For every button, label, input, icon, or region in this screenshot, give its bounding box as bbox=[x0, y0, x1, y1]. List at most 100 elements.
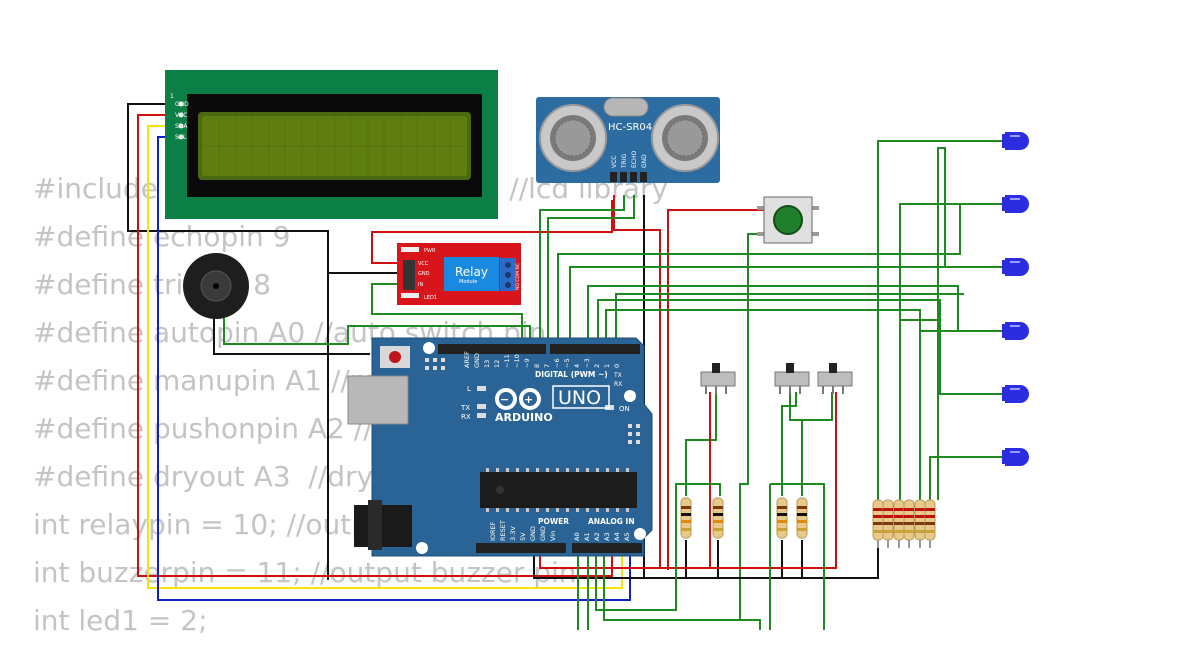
wire-relay-vcc bbox=[371, 200, 613, 264]
analog-pin-label: A3 bbox=[603, 532, 611, 541]
digital-pin-label: 4 bbox=[573, 364, 581, 368]
wire-buzzer-gnd bbox=[213, 318, 370, 355]
relay-out-pins: NO COM NC bbox=[515, 263, 521, 290]
wire-us-trig bbox=[539, 195, 625, 348]
wire-a4 bbox=[770, 483, 825, 630]
digital-pin-label: AREF bbox=[463, 351, 471, 368]
infinity-plus: + bbox=[524, 393, 533, 406]
wire-a2 bbox=[595, 483, 721, 611]
wire-led5 bbox=[899, 319, 1002, 500]
digital-pin-label: ~10 bbox=[513, 354, 521, 368]
wire-led5b bbox=[597, 299, 941, 348]
wire-button-red bbox=[667, 209, 765, 570]
analog-pin-label: A0 bbox=[573, 532, 581, 541]
relay-module: Relay Module PWR VCC GND IN LED1 NO COM … bbox=[397, 243, 521, 305]
lcd-pin-1: 1 bbox=[170, 93, 174, 100]
digital-pin-label: 8 bbox=[533, 364, 541, 368]
ultrasonic-sensor: HC-SR04 VCC TRIG ECHO GND bbox=[536, 97, 720, 183]
digital-pin-label: 0 bbox=[613, 364, 621, 368]
analog-pin-label: A5 bbox=[623, 532, 631, 541]
wire-us-vcc bbox=[613, 195, 661, 568]
blue-led bbox=[1002, 132, 1029, 150]
wire-sw2-green2 bbox=[781, 392, 797, 496]
power-pin-label: GND bbox=[539, 526, 547, 541]
lcd-pin-vcc: VCC bbox=[175, 112, 187, 119]
wire-sw3-green bbox=[802, 392, 833, 421]
wire-sw1-green bbox=[685, 392, 717, 496]
power-pin-label: Vin bbox=[549, 531, 557, 541]
arduino-digital-label: DIGITAL (PWM ~) bbox=[535, 370, 608, 379]
push-button[interactable] bbox=[757, 196, 819, 244]
arduino-analog-label: ANALOG IN bbox=[588, 517, 635, 526]
lcd-display: 1 GND VCC SDA SCL bbox=[165, 70, 498, 219]
relay-title: Relay bbox=[455, 265, 488, 279]
wire-led4b bbox=[587, 285, 959, 348]
led-column bbox=[1002, 132, 1029, 466]
slide-switch-2[interactable] bbox=[774, 363, 810, 394]
analog-pin-label: A4 bbox=[613, 532, 621, 541]
ultrasonic-model-label: HC-SR04 bbox=[608, 122, 652, 133]
power-pin-label: GND bbox=[529, 526, 537, 541]
arduino-rx-label: RX bbox=[614, 381, 622, 388]
wire-led1 bbox=[877, 140, 1002, 500]
arduino-tx-label: TX bbox=[613, 372, 622, 379]
digital-pin-label: GND bbox=[473, 353, 481, 368]
circuit-diagram: 1 GND VCC SDA SCL HC-SR04 VCC TRIG ECHO … bbox=[127, 70, 1029, 630]
blue-led bbox=[1002, 322, 1029, 340]
wire-led6 bbox=[929, 456, 1002, 500]
blue-led bbox=[1002, 195, 1029, 213]
relay-pin-gnd: GND bbox=[418, 271, 430, 277]
arduino-model-label: UNO bbox=[558, 387, 601, 409]
code-line: #define echopin 9 bbox=[33, 220, 291, 253]
us-pin-trig: TRIG bbox=[621, 153, 628, 169]
arduino-led-rx: RX bbox=[461, 413, 471, 421]
digital-pin-label: ~11 bbox=[503, 354, 511, 368]
wires bbox=[127, 103, 1002, 630]
digital-pin-label: 7 bbox=[543, 364, 551, 368]
arduino-uno-board: − + UNO ARDUINO ON L TX RX DIGITAL (PWM … bbox=[347, 337, 653, 557]
code-line: int buzzerpin = 11; //output buzzer pin bbox=[33, 556, 577, 589]
blue-led bbox=[1002, 448, 1029, 466]
arduino-led-tx: TX bbox=[460, 404, 470, 412]
wire-button-green bbox=[739, 233, 757, 620]
wire-gnd-bus bbox=[533, 540, 879, 579]
wire-buzzer-sig bbox=[223, 318, 531, 348]
relay-pin-in: IN bbox=[418, 282, 423, 288]
us-pin-echo: ECHO bbox=[631, 151, 638, 168]
digital-pin-label: 1 bbox=[603, 364, 611, 368]
power-pin-label: 5V bbox=[519, 532, 527, 541]
digital-pin-label: 12 bbox=[493, 360, 501, 368]
digital-pin-label: ~5 bbox=[563, 358, 571, 368]
slide-switch-3[interactable] bbox=[817, 363, 853, 394]
power-pin-label: 3.3V bbox=[509, 526, 517, 541]
wire-led6b bbox=[605, 309, 921, 457]
infinity-minus: − bbox=[500, 393, 509, 406]
relay-subtitle: Module bbox=[459, 279, 477, 285]
wire-us-echo bbox=[547, 195, 635, 348]
buzzer bbox=[183, 253, 249, 319]
digital-pin-label: ~3 bbox=[583, 358, 591, 368]
wire-lcd-sda bbox=[147, 125, 623, 589]
power-pin-label: RESET bbox=[499, 520, 507, 541]
relay-pin-pwr: PWR bbox=[424, 248, 436, 254]
lcd-pin-scl: SCL bbox=[175, 134, 187, 141]
resistors-left bbox=[680, 497, 808, 539]
digital-pin-label: ~6 bbox=[553, 358, 561, 368]
relay-pin-led1: LED1 bbox=[424, 295, 437, 301]
wire-led3 bbox=[937, 147, 1002, 500]
resistors-led-bank bbox=[872, 499, 936, 548]
arduino-led-l: L bbox=[467, 385, 471, 393]
slide-switch-1[interactable] bbox=[700, 363, 736, 394]
arduino-brand-label: ARDUINO bbox=[495, 411, 553, 424]
wire-led-extra bbox=[615, 293, 964, 348]
blue-led bbox=[1002, 385, 1029, 403]
arduino-infinity-icon bbox=[495, 388, 541, 410]
wire-lcd-vcc bbox=[137, 114, 613, 577]
digital-pin-label: 2 bbox=[593, 364, 601, 368]
wire-lcd-scl bbox=[157, 136, 631, 601]
us-pin-vcc: VCC bbox=[611, 156, 618, 168]
power-pin-label: IOREF bbox=[489, 521, 497, 541]
